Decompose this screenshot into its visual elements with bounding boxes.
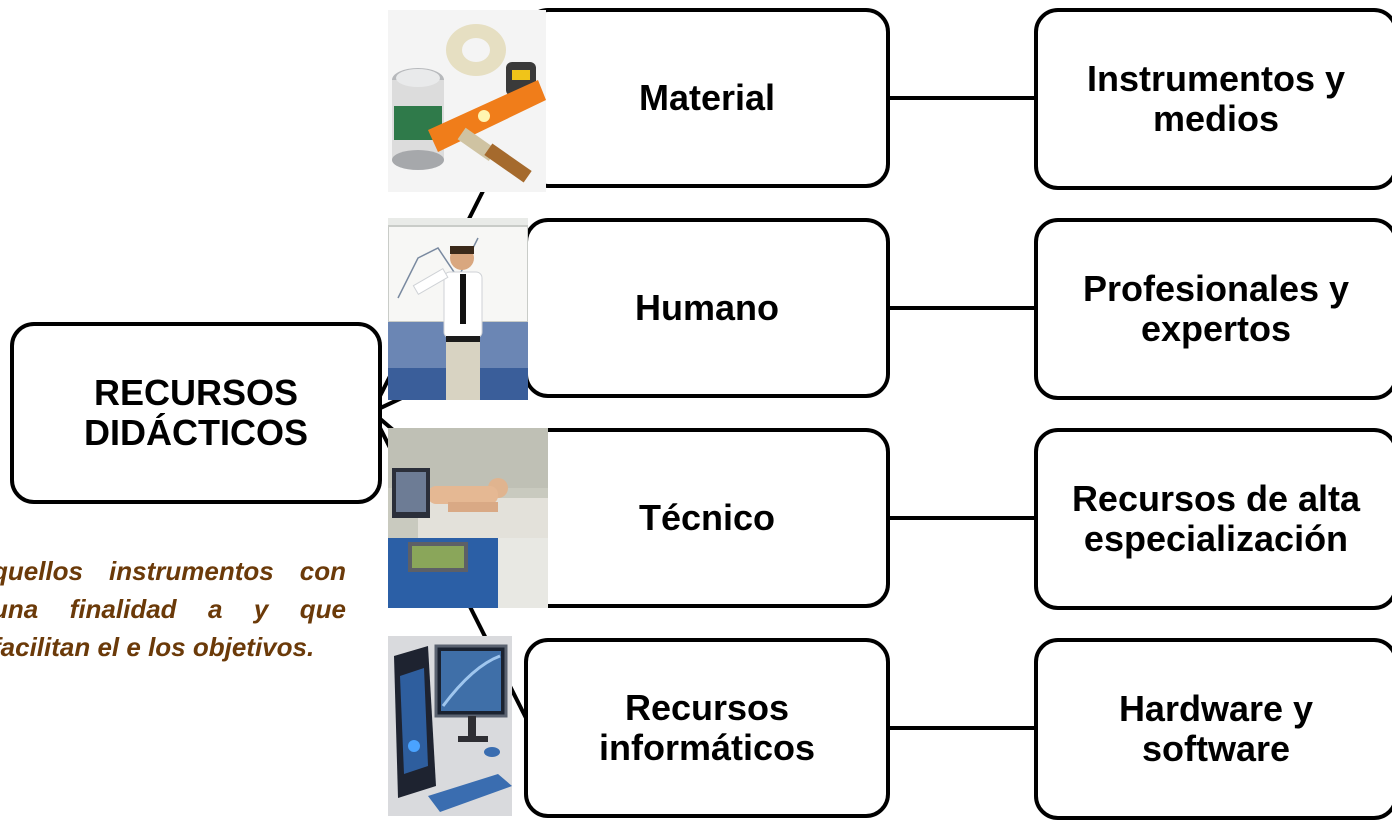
detail-label-material: Instrumentos y medios — [1086, 57, 1346, 139]
desktop-computer-photo — [388, 636, 512, 816]
detail-node-humano: Profesionales y expertos — [1034, 218, 1392, 400]
category-label-material: Material — [638, 76, 776, 118]
category-node-material: Material — [524, 8, 890, 188]
detail-node-informaticos: Hardware y software — [1034, 638, 1392, 820]
detail-node-material: Instrumentos y medios — [1034, 8, 1392, 190]
category-label-informaticos: Recursos informáticos — [598, 686, 816, 768]
detail-label-tecnico: Recursos de alta especialización — [1071, 477, 1361, 559]
category-label-tecnico: Técnico — [638, 496, 776, 538]
paint-tools-photo — [388, 10, 546, 192]
category-node-tecnico: Técnico — [524, 428, 890, 608]
teacher-at-whiteboard-photo — [388, 218, 528, 400]
root-node-box: RECURSOS DIDÁCTICOS — [10, 322, 382, 504]
medical-simulation-lab-photo — [388, 428, 548, 608]
detail-label-humano: Profesionales y expertos — [1082, 267, 1350, 349]
root-node-label: RECURSOS DIDÁCTICOS — [84, 371, 308, 453]
category-node-humano: Humano — [524, 218, 890, 398]
detail-label-informaticos: Hardware y software — [1118, 687, 1314, 769]
detail-node-tecnico: Recursos de alta especialización — [1034, 428, 1392, 610]
category-label-humano: Humano — [635, 286, 779, 328]
definition-text: quellos instrumentos con una finalidad a… — [0, 556, 346, 662]
category-node-informaticos: Recursos informáticos — [524, 638, 890, 818]
